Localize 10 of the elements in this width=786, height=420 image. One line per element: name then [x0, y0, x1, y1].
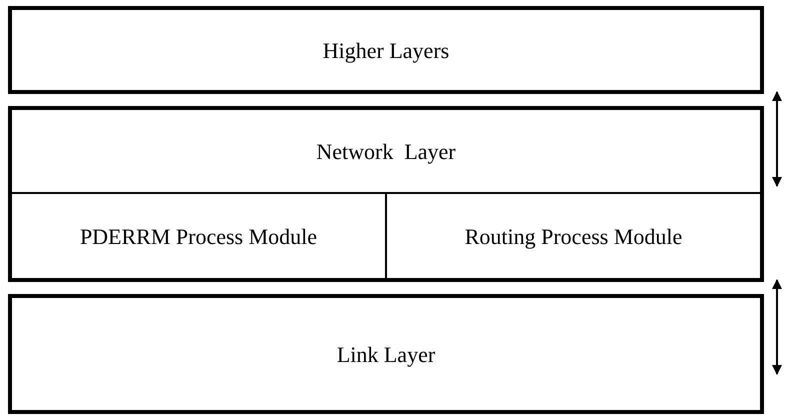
module-label: PDERRM Process Module [80, 222, 318, 250]
module-label: Routing Process Module [464, 222, 682, 251]
layer-box [8, 294, 764, 414]
double-arrow [772, 279, 782, 375]
layer-label: Link Layer [336, 340, 436, 369]
layer-box [8, 106, 764, 282]
layer-label: Higher Layers [322, 36, 450, 65]
layer-label: Network Layer [316, 138, 456, 166]
layer-box [8, 6, 764, 94]
double-arrow [772, 91, 782, 187]
